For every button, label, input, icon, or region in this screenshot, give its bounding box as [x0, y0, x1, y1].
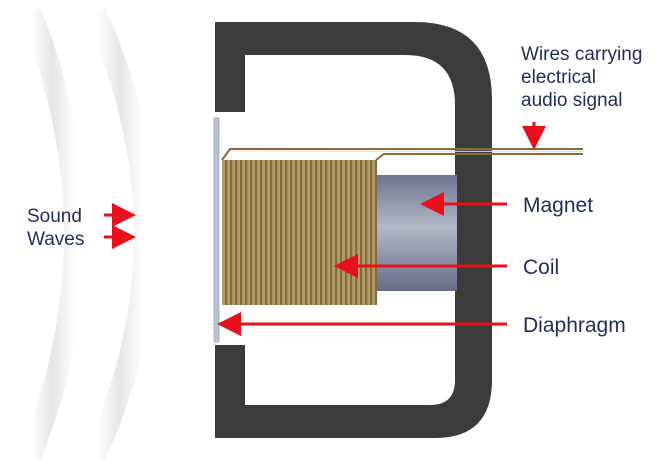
coil	[222, 160, 377, 305]
label-waves: Waves	[27, 229, 84, 250]
label-wires-line3: audio signal	[521, 90, 622, 111]
arrows	[104, 122, 546, 336]
label-wires-line1: Wires carrying	[521, 44, 642, 65]
sound-wave-2	[84, 7, 156, 461]
sound-wave-1	[19, 7, 86, 461]
diaphragm	[213, 117, 220, 343]
label-wires-line2: electrical	[521, 67, 596, 88]
sound-waves	[19, 7, 156, 461]
label-magnet: Magnet	[523, 194, 593, 217]
housing	[215, 22, 492, 438]
label-diaphragm: Diaphragm	[523, 314, 626, 337]
wires	[221, 148, 584, 161]
magnet	[372, 175, 457, 291]
labels: Sound Waves Wires carrying electrical au…	[27, 44, 642, 337]
label-coil: Coil	[523, 256, 559, 279]
label-sound: Sound	[27, 206, 82, 227]
